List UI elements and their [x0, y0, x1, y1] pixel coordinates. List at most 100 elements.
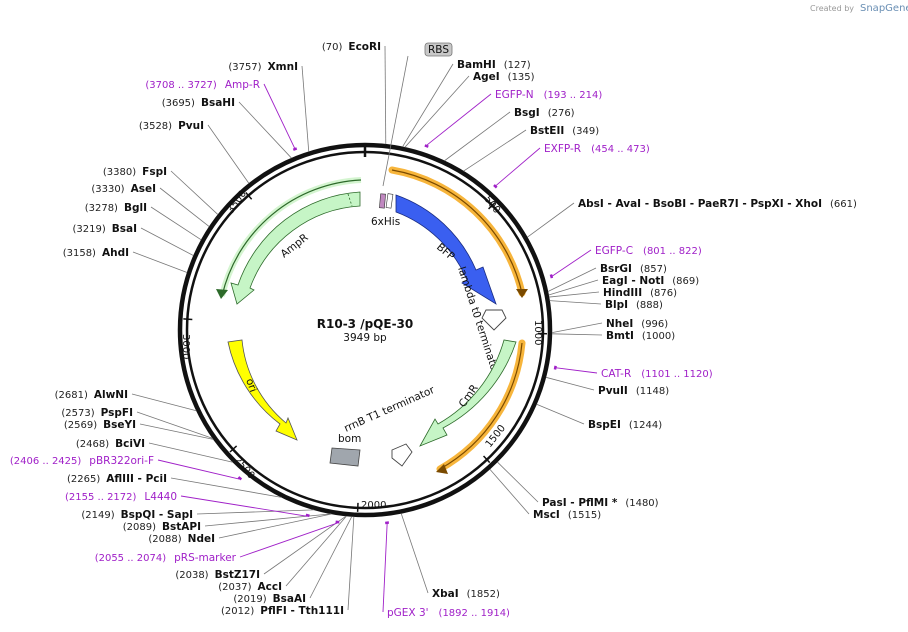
restriction-site-leader [218, 513, 332, 539]
restriction-site: AgeI(135) [404, 71, 535, 148]
restriction-site-leader [527, 202, 575, 238]
restriction-site-label: (2088)NdeI [148, 533, 215, 545]
primer-label: EGFP-C(801 .. 822) [595, 245, 702, 257]
primer-leader [382, 523, 388, 613]
primer-site: CAT-R(1101 .. 1120) [553, 365, 713, 380]
enzyme-position: (127) [504, 60, 531, 71]
enzyme-name: BsaAI [273, 593, 306, 605]
enzyme-position: (2037) [218, 582, 251, 593]
orf-arc-2-head [436, 464, 448, 474]
restriction-site: (3380)FspI [103, 166, 219, 215]
restriction-site-leader [204, 513, 332, 527]
enzyme-name: MscI [533, 509, 560, 521]
primer-sites: EGFP-N(193 .. 214)EXFP-R(454 .. 473)EGFP… [10, 79, 713, 619]
ring-tick-mark [183, 318, 193, 321]
restriction-site: (2573)PspFI [61, 407, 213, 439]
restriction-site-leader [263, 515, 347, 575]
primer-site: (2406 .. 2425)pBR322ori-F [10, 455, 243, 481]
enzyme-position: (996) [641, 319, 668, 330]
brand-label: SnapGene [860, 3, 908, 14]
enzyme-name: PvuII [598, 385, 628, 397]
restriction-site: (3219)BsaI [72, 223, 194, 256]
restriction-site-leader [159, 187, 210, 227]
enzyme-position: (2573) [61, 408, 94, 419]
enzyme-position: (2468) [76, 439, 109, 450]
enzyme-name: PflFI - Tth111I [260, 605, 344, 617]
restriction-site: (3330)AseI [91, 183, 210, 227]
restriction-site: (3278)BglI [85, 202, 202, 241]
enzyme-name: AseI [131, 183, 156, 195]
primer-leader [556, 367, 598, 374]
restriction-site-label: (2089)BstAPI [123, 521, 201, 533]
restriction-site-label: (3380)FspI [103, 166, 167, 178]
enzyme-name: BstEII [530, 125, 564, 137]
primer-site: pGEX 3'(1892 .. 1914) [382, 521, 511, 619]
enzyme-name: XmnI [268, 61, 298, 73]
restriction-site-label: (2038)BstZ17I [175, 569, 260, 581]
restriction-site: (2088)NdeI [148, 513, 332, 545]
primer-site: EGFP-C(801 .. 822) [549, 245, 702, 279]
enzyme-name: AbsI - AvaI - BsoBI - PaeR7I - PspXI - X… [578, 198, 822, 210]
enzyme-position: (2019) [233, 594, 266, 605]
enzyme-name: BglI [124, 202, 147, 214]
primer-name: L4440 [144, 491, 177, 503]
enzyme-name: EcoRI [348, 41, 381, 53]
restriction-site-label: (2012)PflFI - Tth111I [221, 605, 344, 617]
restriction-site: BamHI (127) [402, 59, 531, 148]
restriction-site-label: (2573)PspFI [61, 407, 133, 419]
primer-name: EXFP-R [544, 143, 581, 155]
enzyme-position: (1148) [636, 386, 669, 397]
restriction-site-leader [551, 333, 603, 336]
enzyme-name: BstZ17I [215, 569, 260, 581]
restriction-site-leader [139, 423, 214, 440]
restriction-site-label: EagI - NotI(869) [602, 275, 699, 287]
primer-range: (3708 .. 3727) [145, 80, 217, 91]
enzyme-name: BmtI [606, 330, 634, 342]
restriction-site: (2012)PflFI - Tth111I [221, 516, 355, 617]
enzyme-name: BspEI [588, 419, 621, 431]
orf-arc-1-head [516, 289, 528, 298]
plasmid-title-block: R10-3 /pQE-30 3949 bp [317, 317, 414, 344]
restriction-site-label: (2019) BsaAI [233, 593, 306, 605]
primer-label: (3708 .. 3727)Amp-R [145, 79, 260, 91]
restriction-site-label: (3219)BsaI [72, 223, 137, 235]
ori-label: ori [243, 377, 259, 394]
primer-site: (2055 .. 2074)pRS-marker [95, 520, 340, 564]
primer-mark [335, 520, 340, 524]
enzyme-position: (1000) [642, 331, 675, 342]
enzyme-position: (3158) [63, 248, 96, 259]
primer-range: (454 .. 473) [591, 144, 650, 155]
primer-mark [305, 513, 310, 518]
enzyme-name: AhdI [102, 247, 129, 259]
feature-ampr: AmpR [230, 191, 361, 305]
restriction-site-label: BsgI(276) [514, 107, 575, 119]
enzyme-name: FspI [142, 166, 167, 178]
primer-leader [157, 459, 240, 480]
primer-leader [263, 83, 296, 149]
primer-label: (2155 .. 2172) L4440 [65, 491, 177, 503]
enzyme-position: (876) [650, 288, 677, 299]
enzyme-name: BsaI [112, 223, 137, 235]
primer-mark [553, 365, 557, 370]
restriction-site-leader [132, 251, 188, 273]
restriction-site: AbsI - AvaI - BsoBI - PaeR7I - PspXI - X… [527, 198, 857, 238]
restriction-site-label: PasI - PflMI *(1480) [542, 497, 659, 509]
ring-tick-label: 1000 [532, 320, 543, 345]
enzyme-position: (2149) [81, 510, 114, 521]
primer-range: (1892 .. 1914) [439, 608, 511, 619]
primer-range: (2155 .. 2172) [65, 492, 137, 503]
restriction-site: (3695)BsaHI [162, 97, 292, 159]
restriction-site: BstEII(349) [463, 125, 599, 172]
enzyme-name: BamHI [457, 59, 496, 71]
snapgene-branding: Created by SnapGene [810, 3, 908, 14]
feature-bfp: BFP [395, 194, 497, 305]
restriction-site: (2089)BstAPI [123, 513, 332, 533]
restriction-site: (2468)BciVI [76, 438, 233, 463]
restriction-site: NheI(996) [551, 318, 668, 333]
enzyme-position: (135) [508, 72, 535, 83]
restriction-site-label: (70)EcoRI [322, 41, 381, 53]
plasmid-size: 3949 bp [343, 332, 387, 344]
restriction-site: BmtI (1000) [551, 330, 675, 342]
restriction-site-label: BspEI(1244) [588, 419, 662, 431]
restriction-site-leader [547, 267, 597, 292]
